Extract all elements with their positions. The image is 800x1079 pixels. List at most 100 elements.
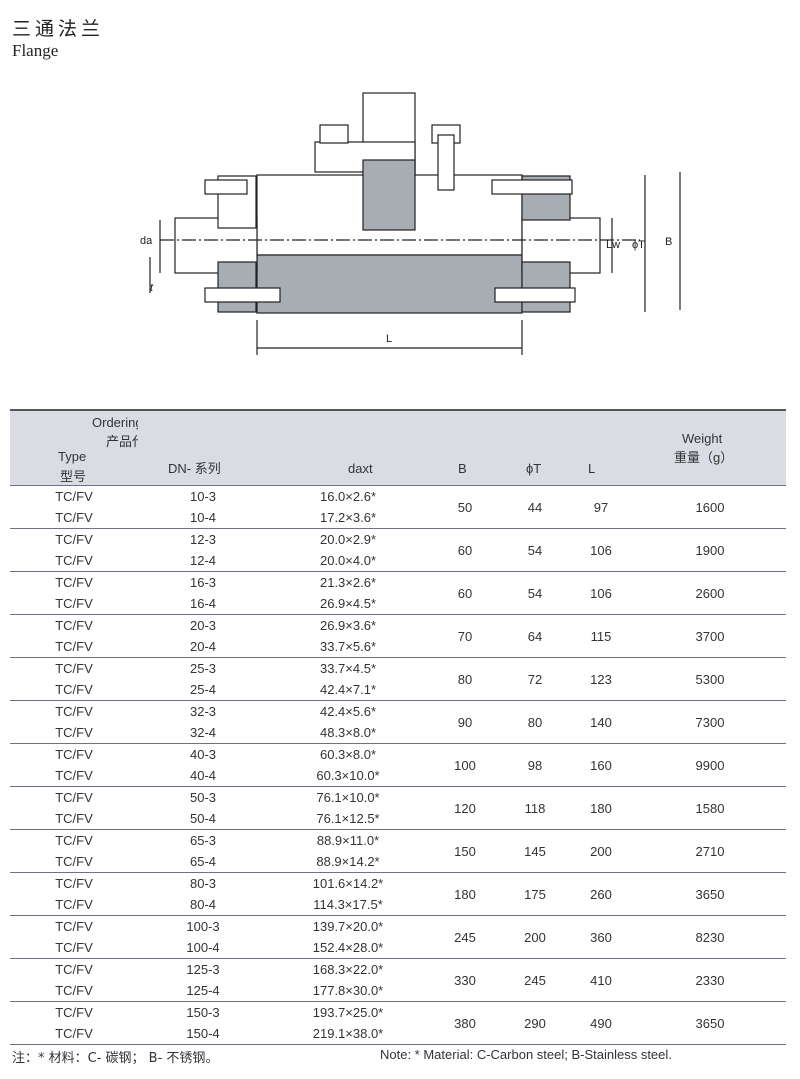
cell-type: TC/FV bbox=[10, 550, 138, 572]
cell-daxt: 152.4×28.0* bbox=[268, 937, 428, 959]
cell-phiT: 245 bbox=[502, 958, 568, 1002]
cell-dn: 100-3 bbox=[186, 919, 220, 934]
table-header: Ordering Code 产品代号 Type 型号 DN- 系列 daxt B… bbox=[10, 410, 786, 486]
cell-daxt: 60.3×10.0* bbox=[268, 765, 428, 787]
cell-daxt: 26.9×3.6* bbox=[319, 618, 377, 633]
cell-daxt: 88.9×14.2* bbox=[268, 851, 428, 873]
cell-dn: 80-4 bbox=[138, 894, 268, 916]
cell-weight: 7300 bbox=[634, 700, 786, 744]
cell-phiT: 54 bbox=[502, 528, 568, 572]
spec-table-wrap: Ordering Code 产品代号 Type 型号 DN- 系列 daxt B… bbox=[10, 409, 786, 1045]
cell-l: 140 bbox=[568, 700, 634, 744]
cell-type: TC/FV bbox=[10, 808, 138, 830]
cell-l: 106 bbox=[568, 528, 634, 572]
cell-dn: 50-3 bbox=[189, 790, 217, 805]
cell-type: TC/FV bbox=[10, 593, 138, 615]
cell-b: 90 bbox=[428, 700, 502, 744]
note-en: Note: * Material: C-Carbon steel; B-Stai… bbox=[380, 1047, 672, 1062]
cell-daxt: 60.3×8.0* bbox=[319, 747, 377, 762]
cell-daxt: 20.0×2.9* bbox=[319, 532, 377, 547]
note-cn: 注：* 材料：C- 碳钢； B- 不锈钢。 bbox=[12, 1051, 219, 1066]
cell-phiT: 44 bbox=[502, 485, 568, 529]
cell-dn: 16-4 bbox=[138, 593, 268, 615]
cell-l: 115 bbox=[568, 614, 634, 658]
cell-dn: 40-3 bbox=[189, 747, 217, 762]
cell-type: TC/FV bbox=[10, 679, 138, 701]
cell-weight: 2330 bbox=[634, 958, 786, 1002]
cell-phiT: 64 bbox=[502, 614, 568, 658]
header-daxt: daxt bbox=[348, 461, 373, 476]
header-weight-cn: 重量（g） bbox=[674, 450, 734, 465]
cell-b: 380 bbox=[428, 1001, 502, 1045]
header-phit-col: ϕT bbox=[502, 410, 568, 486]
page-title-cn: 三通法兰 bbox=[12, 18, 105, 40]
cell-dn: 25-3 bbox=[189, 661, 217, 676]
cell-type: TC/FV bbox=[55, 919, 93, 934]
cell-daxt: 219.1×38.0* bbox=[268, 1023, 428, 1045]
cell-b: 330 bbox=[428, 958, 502, 1002]
cell-phiT: 54 bbox=[502, 571, 568, 615]
cell-type: TC/FV bbox=[10, 636, 138, 658]
cell-weight: 1600 bbox=[634, 485, 786, 529]
cell-l: 260 bbox=[568, 872, 634, 916]
cell-dn: 10-3 bbox=[189, 489, 217, 504]
label-da: da bbox=[140, 235, 153, 247]
cell-dn: 150-4 bbox=[138, 1023, 268, 1045]
page-title-en: Flange bbox=[12, 41, 59, 60]
cell-daxt: 168.3×22.0* bbox=[312, 962, 384, 977]
cell-type: TC/FV bbox=[55, 1005, 93, 1020]
header-l-col: L bbox=[568, 410, 634, 486]
cell-weight: 3650 bbox=[634, 872, 786, 916]
cell-b: 80 bbox=[428, 657, 502, 701]
cell-l: 97 bbox=[568, 485, 634, 529]
cell-b: 245 bbox=[428, 915, 502, 959]
cell-dn: 32-4 bbox=[138, 722, 268, 744]
cell-type: TC/FV bbox=[55, 661, 93, 676]
cell-type: TC/FV bbox=[55, 790, 93, 805]
cell-type: TC/FV bbox=[55, 575, 93, 590]
cell-weight: 8230 bbox=[634, 915, 786, 959]
cell-daxt: 48.3×8.0* bbox=[268, 722, 428, 744]
cell-weight: 3650 bbox=[634, 1001, 786, 1045]
cell-daxt: 76.1×12.5* bbox=[268, 808, 428, 830]
label-b: B bbox=[665, 236, 672, 248]
cell-dn: 80-3 bbox=[189, 876, 217, 891]
cell-weight: 1900 bbox=[634, 528, 786, 572]
cell-daxt: 33.7×4.5* bbox=[319, 661, 377, 676]
label-t: t bbox=[150, 282, 154, 294]
label-lw: Lw bbox=[606, 239, 620, 251]
cell-daxt: 16.0×2.6* bbox=[319, 489, 377, 504]
cell-daxt: 42.4×7.1* bbox=[268, 679, 428, 701]
cell-weight: 9900 bbox=[634, 743, 786, 787]
cell-daxt: 177.8×30.0* bbox=[268, 980, 428, 1002]
cell-daxt: 26.9×4.5* bbox=[268, 593, 428, 615]
cell-dn: 65-3 bbox=[189, 833, 217, 848]
cell-type: TC/FV bbox=[10, 765, 138, 787]
cell-daxt: 193.7×25.0* bbox=[312, 1005, 384, 1020]
cell-weight: 2710 bbox=[634, 829, 786, 873]
cell-dn: 20-3 bbox=[189, 618, 217, 633]
cell-phiT: 80 bbox=[502, 700, 568, 744]
cell-daxt: 33.7×5.6* bbox=[268, 636, 428, 658]
cell-dn: 16-3 bbox=[189, 575, 217, 590]
cell-daxt: 42.4×5.6* bbox=[319, 704, 377, 719]
cell-l: 200 bbox=[568, 829, 634, 873]
cell-dn: 50-4 bbox=[138, 808, 268, 830]
label-l: L bbox=[386, 333, 392, 345]
cell-type: TC/FV bbox=[10, 851, 138, 873]
header-b: B bbox=[458, 461, 467, 476]
